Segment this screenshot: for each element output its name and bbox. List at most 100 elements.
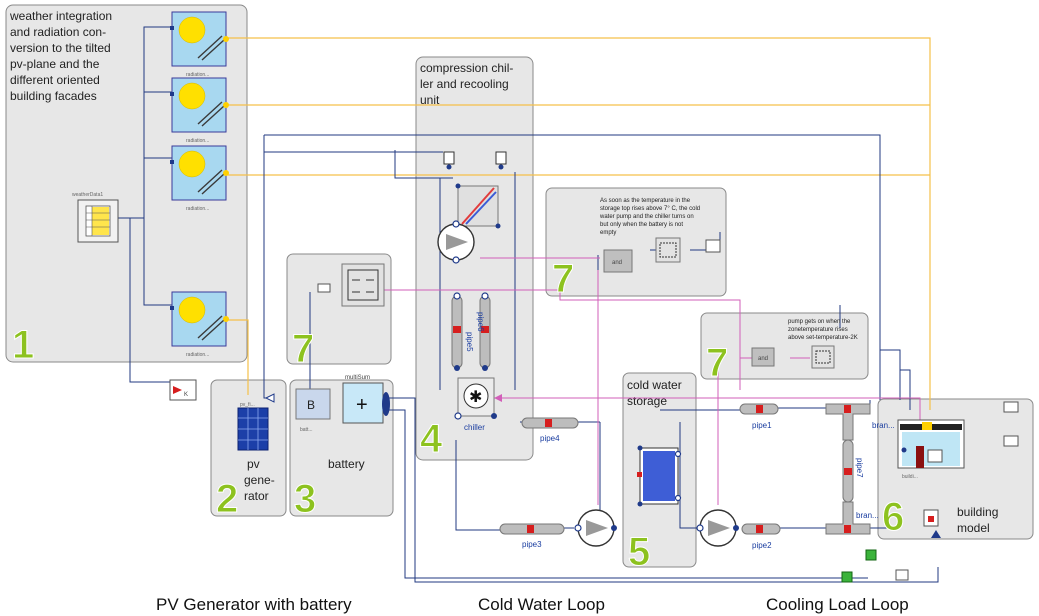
chiller-control-port xyxy=(494,394,502,402)
pipe6[interactable]: pipe6 xyxy=(476,292,491,371)
hysteresis-block[interactable] xyxy=(655,237,681,263)
weather-title-line: weather integration xyxy=(9,9,112,23)
building-title-line: model xyxy=(957,521,990,535)
boundary-block xyxy=(895,569,909,581)
radiation-block[interactable]: radiation... xyxy=(170,291,229,358)
sun-icon xyxy=(178,296,206,324)
heater-arrow xyxy=(931,530,941,538)
pv-group-title: pv gene- rator xyxy=(244,457,278,503)
zone-sensor xyxy=(1003,435,1019,447)
pipe5-label: pipe5 xyxy=(465,332,474,352)
and-label: and xyxy=(758,356,768,362)
chiller-block[interactable]: ✱ chiller xyxy=(454,377,497,432)
building-title-line: building xyxy=(957,505,998,519)
battery-controller[interactable] xyxy=(341,263,385,307)
flow-source xyxy=(865,549,877,561)
sun-icon xyxy=(178,150,206,178)
note-line: but only when the battery is not xyxy=(600,222,683,228)
multisum-block[interactable]: + multiSum xyxy=(342,375,384,424)
weather-title-line: building facades xyxy=(10,89,97,103)
pv-panel[interactable]: pv_fi... xyxy=(237,402,269,451)
and-label: and xyxy=(612,260,622,266)
pipe7[interactable]: pipe7 xyxy=(842,439,864,503)
battery-group-title: battery xyxy=(328,457,365,471)
branch-top[interactable]: bran... xyxy=(825,403,895,441)
building-label: buildi... xyxy=(902,474,918,480)
pump-control-note: pump gets on when the zonetemperature ri… xyxy=(788,319,858,341)
weather-title-line: and radiation con- xyxy=(10,25,106,39)
radiation-label: radiation... xyxy=(186,138,209,144)
section-number: 7 xyxy=(552,257,574,301)
and-block[interactable]: and xyxy=(603,249,633,273)
pv-title-line: gene- xyxy=(244,473,275,487)
section-number: 6 xyxy=(882,495,904,539)
chiller-control-note: As soon as the temperature in the storag… xyxy=(599,198,702,236)
chiller-group-title: compression chil- ler and recooling unit xyxy=(420,61,517,107)
caption-cooling-load: Cooling Load Loop xyxy=(766,595,909,614)
and-block[interactable]: and xyxy=(751,347,775,367)
branch-bottom[interactable]: bran... xyxy=(825,501,879,535)
storage-title-line: cold water xyxy=(627,378,682,392)
radiation-wires xyxy=(228,37,931,410)
gain-block[interactable]: K xyxy=(169,379,197,401)
pv-input-arrow xyxy=(264,393,275,403)
pipe2[interactable]: pipe2 xyxy=(741,523,781,550)
pipe7-label: pipe7 xyxy=(855,458,864,478)
pipe3[interactable]: pipe3 xyxy=(499,523,565,549)
hysteresis-block[interactable] xyxy=(811,345,835,369)
pipe4-label: pipe4 xyxy=(540,434,560,443)
pipe2-label: pipe2 xyxy=(752,541,772,550)
pipe6-label: pipe6 xyxy=(476,312,485,332)
weather-title-line: pv-plane and the xyxy=(10,57,100,71)
note-line: storage top rises above 7° C, the cold xyxy=(600,206,700,212)
control-wires xyxy=(384,257,921,505)
radiation-block[interactable]: radiation... xyxy=(170,77,229,144)
gain-label: K xyxy=(184,392,188,398)
multisum-output-port xyxy=(382,392,390,416)
pipe1[interactable]: pipe1 xyxy=(739,403,779,430)
pv-title-line: rator xyxy=(244,489,269,503)
building-block[interactable]: buildi... xyxy=(897,419,965,480)
note-line: pump gets on when the xyxy=(788,319,851,325)
section-number: 4 xyxy=(420,417,443,461)
radiation-block[interactable]: radiation... xyxy=(170,11,229,78)
note-line: above set-temperature-2K xyxy=(788,335,858,341)
chiller-title-line: ler and recooling xyxy=(420,77,509,91)
cooling-pump[interactable] xyxy=(696,509,739,547)
chiller-title-line: compression chil- xyxy=(420,61,513,75)
note-line: zonetemperature rises xyxy=(788,327,848,333)
storage-tank[interactable] xyxy=(637,445,682,507)
section-number: 2 xyxy=(216,477,238,521)
caption-pv: PV Generator with battery xyxy=(156,595,352,614)
pipe4[interactable]: pipe4 xyxy=(521,417,579,443)
pipe3-label: pipe3 xyxy=(522,540,542,549)
chiller-label: chiller xyxy=(464,423,485,432)
heat-exchanger[interactable] xyxy=(455,183,501,229)
cold-water-pump[interactable] xyxy=(574,509,617,547)
weather-data-block[interactable]: weatherData1 xyxy=(72,192,119,243)
branch-label: bran... xyxy=(872,421,895,430)
caption-cold-water: Cold Water Loop xyxy=(478,595,605,614)
note-line: As soon as the temperature in the xyxy=(600,198,691,204)
radiation-block[interactable]: radiation... xyxy=(170,145,229,212)
weather-data-label: weatherData1 xyxy=(72,192,103,198)
section-number: 1 xyxy=(12,323,34,367)
sun-icon xyxy=(178,16,206,44)
temperature-sensor xyxy=(705,239,721,253)
radiation-label: radiation... xyxy=(186,206,209,212)
pv-title-line: pv xyxy=(247,457,260,471)
heater-indicator xyxy=(928,516,934,522)
battery-block[interactable]: B batt... xyxy=(295,388,331,433)
branch-label: bran... xyxy=(856,511,879,520)
section-number: 3 xyxy=(294,477,316,521)
section-number: 7 xyxy=(706,341,728,385)
svg-text:✱: ✱ xyxy=(469,387,482,406)
note-line: empty xyxy=(600,230,616,236)
pipe5[interactable]: pipe5 xyxy=(451,292,474,371)
weather-title-line: version to the tilted xyxy=(10,41,111,55)
recooling-pump[interactable] xyxy=(437,220,475,264)
radiation-label: radiation... xyxy=(186,72,209,78)
sun-icon xyxy=(178,82,206,110)
chiller-sensors xyxy=(443,151,507,170)
